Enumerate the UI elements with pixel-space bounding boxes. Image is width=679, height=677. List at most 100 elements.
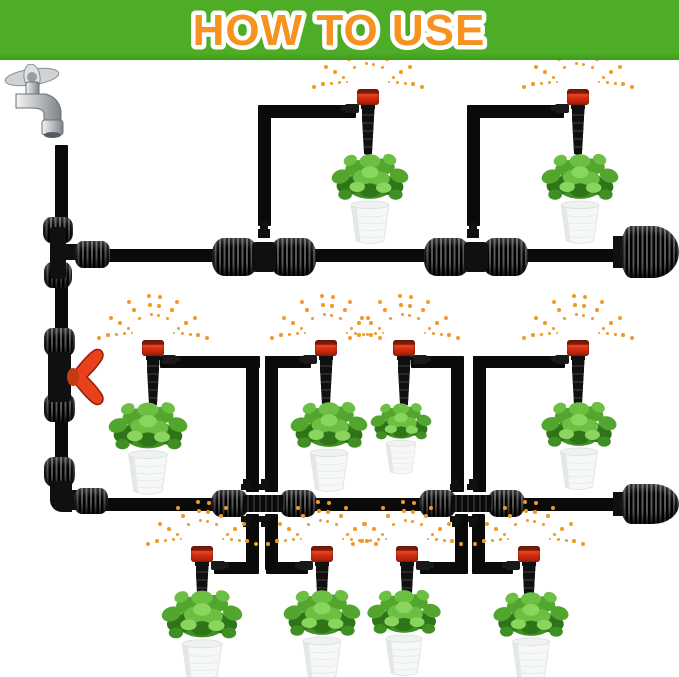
- spray-dot: [391, 75, 395, 79]
- spray-dot: [333, 70, 337, 74]
- tee-connector-nut: [270, 238, 316, 276]
- spray-dot: [341, 537, 345, 541]
- supply-tee-nut: [75, 241, 110, 268]
- spray-dot: [400, 312, 404, 316]
- dripper-barb: [413, 355, 427, 364]
- spray-dot: [513, 522, 517, 526]
- water-pipe: [517, 249, 617, 262]
- spray-dot: [345, 80, 349, 84]
- spray-dot: [539, 332, 543, 336]
- spray-dot: [198, 518, 202, 522]
- spray-dot: [411, 82, 415, 86]
- spray-dot: [155, 539, 159, 543]
- spray-dot: [339, 514, 343, 518]
- spray-dot: [165, 316, 169, 320]
- water-pipe: [472, 514, 485, 570]
- spray-dot: [344, 506, 348, 510]
- spray-dot: [383, 308, 387, 312]
- spray-dot: [435, 321, 439, 325]
- potted-plant: [279, 586, 365, 677]
- spray-dot: [543, 70, 547, 74]
- spray-dot: [205, 336, 209, 340]
- spray-dot: [613, 81, 617, 85]
- spray-dot: [371, 62, 375, 66]
- spray-dot: [409, 295, 413, 299]
- spray-dot: [597, 331, 601, 335]
- spray-dot: [295, 331, 299, 335]
- spray-dot: [522, 85, 526, 89]
- spray-dot: [242, 522, 246, 526]
- spray-dot: [447, 333, 451, 337]
- spray-dot: [324, 65, 328, 69]
- spray-dot: [420, 85, 424, 89]
- spray-dot: [601, 326, 605, 330]
- spray-dot: [562, 316, 566, 320]
- spray-dot: [122, 331, 126, 335]
- manifold-body: [243, 495, 285, 512]
- spray-dot: [534, 316, 538, 320]
- spray-dot: [543, 321, 547, 325]
- water-pipe: [467, 106, 480, 226]
- spray-dot: [508, 514, 512, 518]
- spray-dot: [365, 332, 369, 336]
- spray-dot: [349, 537, 353, 541]
- spray-dot: [196, 500, 200, 504]
- dripper-barb: [416, 561, 430, 570]
- dripper-cap: [311, 546, 333, 562]
- water-pipe: [518, 498, 617, 511]
- spray-dot: [427, 326, 431, 330]
- spray-dot: [310, 316, 314, 320]
- spray-dot: [206, 510, 210, 514]
- spray-dot: [353, 331, 357, 335]
- spray-dot: [522, 336, 526, 340]
- spray-dot: [531, 333, 535, 337]
- spray-dot: [502, 532, 506, 536]
- manifold-barb: [450, 484, 461, 490]
- spray-dot: [279, 333, 283, 337]
- tee-connector-nut: [424, 238, 470, 276]
- supply-tee-body: [50, 227, 66, 279]
- spray-dot: [158, 522, 162, 526]
- spray-dot: [360, 316, 364, 320]
- spray-dot: [551, 75, 555, 79]
- spray-dot: [163, 538, 167, 542]
- tee-connector-body: [252, 242, 276, 272]
- dripper-cap: [567, 89, 589, 105]
- spray-dot: [378, 336, 382, 340]
- spray-dot: [380, 532, 384, 536]
- water-pipe: [55, 419, 68, 461]
- tee-connector-barb: [258, 229, 270, 238]
- spray-dot: [498, 537, 502, 541]
- water-pipe: [258, 106, 271, 226]
- spray-dot: [490, 538, 494, 542]
- dripper-collar: [361, 105, 375, 109]
- spray-dot: [109, 316, 113, 320]
- spray-dot: [408, 65, 412, 69]
- dripper-collar: [146, 356, 160, 360]
- spray-dot: [403, 518, 407, 522]
- dripper-barb: [551, 106, 556, 111]
- spray-dot: [127, 300, 131, 304]
- spray-dot: [395, 80, 399, 84]
- spray-dot: [360, 539, 364, 543]
- water-pipe: [108, 249, 216, 262]
- manifold-nut: [487, 490, 525, 517]
- manifold-barb: [467, 484, 478, 490]
- spray-dot: [388, 316, 392, 320]
- spray-dot: [618, 65, 622, 69]
- spray-dot: [439, 332, 443, 336]
- spray-dot: [434, 537, 438, 541]
- spray-dot: [365, 539, 369, 543]
- dripper-barb: [506, 561, 520, 570]
- manifold-barb: [467, 516, 478, 522]
- spray-dot: [205, 519, 209, 523]
- spray-dot: [473, 542, 477, 546]
- dripper-cap: [357, 89, 379, 105]
- banner-svg: HOW TO USE: [188, 2, 489, 60]
- dripper-barb: [426, 357, 431, 362]
- spray-dot: [193, 316, 197, 320]
- dripper-barb: [502, 563, 507, 568]
- spray-dot: [254, 542, 258, 546]
- dripper-barb: [345, 104, 359, 113]
